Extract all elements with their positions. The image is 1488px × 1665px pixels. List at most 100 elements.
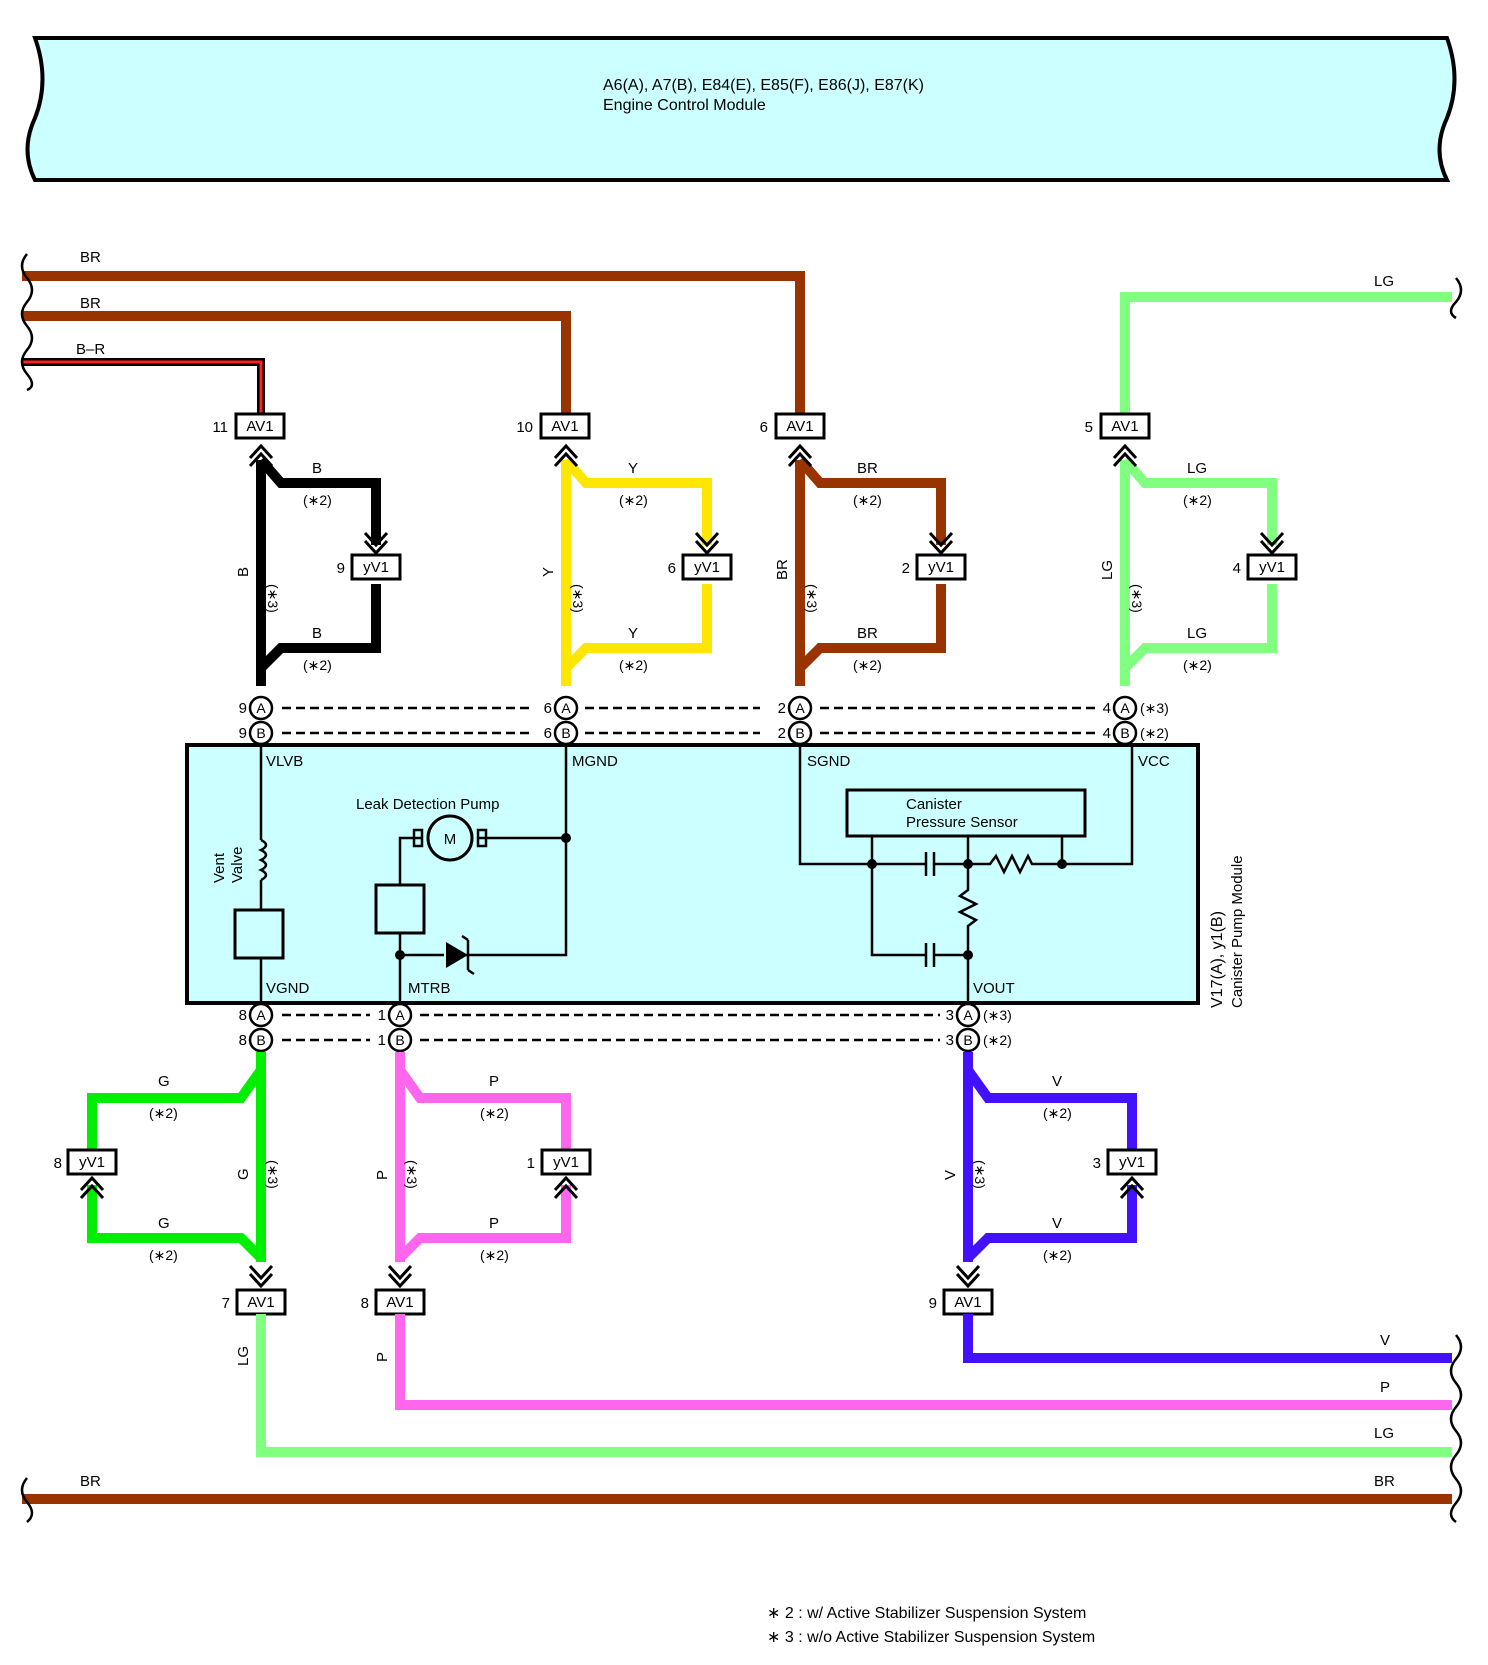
pin-b4: 4 <box>1103 725 1111 742</box>
legend-note-3: ∗ 3 : w/o Active Stabilizer Suspension S… <box>767 1629 1095 1646</box>
pin-a1: 1 <box>378 1007 386 1024</box>
sensor-label-2: Pressure Sensor <box>906 814 1018 831</box>
pin-b8: 8 <box>239 1032 247 1049</box>
note-3-y: (∗3) <box>570 584 586 613</box>
lbl-v-2: V <box>1052 1215 1062 1232</box>
chevrons-top <box>248 443 1285 556</box>
av1-7-label: AV1 <box>247 1294 274 1311</box>
wire-label-br-2: BR <box>80 295 101 312</box>
pin-b2: 2 <box>778 725 786 742</box>
pin-6: 6 <box>760 419 768 436</box>
pin-b-marker: B <box>795 725 804 741</box>
pin-yv1-4: 4 <box>1233 560 1241 577</box>
note-3-side-bottom: (∗3) <box>983 1007 1012 1023</box>
lbl-p-2: P <box>489 1215 499 1232</box>
pin-a-marker: A <box>561 700 571 716</box>
bottom-wires <box>20 1314 1463 1524</box>
yv1-8-label: yV1 <box>79 1154 105 1171</box>
vent-label-1: Vent <box>211 852 228 883</box>
pin-a-marker: A <box>395 1007 405 1023</box>
pin-b-marker: B <box>395 1032 404 1048</box>
sensor-label-1: Canister <box>906 796 962 813</box>
note-2-side-top: (∗2) <box>1140 725 1169 741</box>
note-2-k: (∗2) <box>480 1105 509 1121</box>
legend: ∗ 2 : w/ Active Stabilizer Suspension Sy… <box>767 1605 1095 1646</box>
pin-a-marker: A <box>256 1007 266 1023</box>
pin-a2: 2 <box>778 700 786 717</box>
lbl-br-2: BR <box>857 625 878 642</box>
note-2-j: (∗2) <box>149 1247 178 1263</box>
upper-pin-rows: A B A B A B A B 9 9 6 6 2 2 4 4 (∗3) (∗2… <box>239 695 1169 746</box>
lbl-p-1: P <box>489 1073 499 1090</box>
pin-a-marker: A <box>963 1007 973 1023</box>
note-3-b: (∗3) <box>265 584 281 613</box>
lbl-b-1: B <box>312 460 322 477</box>
wire-label-br-right: BR <box>1374 1473 1395 1490</box>
terminal-vgnd: VGND <box>266 980 310 997</box>
vent-valve: Vent Valve <box>211 745 285 1003</box>
pin-a-marker: A <box>256 700 266 716</box>
pin-yv1-9: 9 <box>337 560 345 577</box>
pin-yv1-8: 8 <box>54 1155 62 1172</box>
note-2-n: (∗2) <box>1043 1247 1072 1263</box>
bottom-wire-labels: LG P V P LG BR BR <box>80 1332 1395 1490</box>
pin-b-marker: B <box>256 725 265 741</box>
pin-11: 11 <box>212 419 228 436</box>
branch-loops-top <box>256 456 1277 686</box>
ecm-title: Engine Control Module <box>603 97 766 114</box>
pin-b-marker: B <box>963 1032 972 1048</box>
connectors-yv1-top: yV1 9 yV1 6 yV1 2 yV1 4 <box>337 553 1298 581</box>
av1-6-label: AV1 <box>786 418 813 435</box>
lbl-p-vert-bottom: P <box>374 1352 391 1362</box>
pin-5: 5 <box>1085 419 1093 436</box>
lbl-g-2: G <box>158 1215 170 1232</box>
note-2-h: (∗2) <box>1183 657 1212 673</box>
note-3-side-top: (∗3) <box>1140 700 1169 716</box>
pin-b-marker: B <box>256 1032 265 1048</box>
lbl-v-vert: V <box>942 1170 959 1180</box>
yv1-4-label: yV1 <box>1259 559 1285 576</box>
pin-10: 10 <box>516 419 533 436</box>
wire-label-p: P <box>1380 1379 1390 1396</box>
av1-5-label: AV1 <box>1111 418 1138 435</box>
pin-9: 9 <box>929 1295 937 1312</box>
lbl-y-1: Y <box>628 460 638 477</box>
pin-a8: 8 <box>239 1007 247 1024</box>
pin-a9: 9 <box>239 700 247 717</box>
note-3-g: (∗3) <box>265 1160 281 1189</box>
connectors-yv1-bottom: yV1 8 yV1 1 yV1 3 <box>54 1148 1158 1176</box>
lbl-y-2: Y <box>628 625 638 642</box>
top-wire-labels: BR BR B–R LG <box>76 249 1394 358</box>
note-2-m: (∗2) <box>1043 1105 1072 1121</box>
terminal-sgnd: SGND <box>807 753 851 770</box>
yv1-3-label: yV1 <box>1119 1154 1145 1171</box>
motor-symbol: M <box>444 831 457 848</box>
branch-labels-top: B (∗2) B (∗2) B (∗3) Y (∗2) Y (∗2) Y (∗3… <box>235 460 1212 673</box>
pin-8: 8 <box>361 1295 369 1312</box>
pin-a6: 6 <box>544 700 552 717</box>
pin-yv1-1: 1 <box>527 1155 535 1172</box>
canister-pressure-sensor: Canister Pressure Sensor <box>798 745 1134 1003</box>
yv1-6-label: yV1 <box>694 559 720 576</box>
top-wires <box>20 253 1463 426</box>
note-2-i: (∗2) <box>149 1105 178 1121</box>
pin-yv1-3: 3 <box>1093 1155 1101 1172</box>
ecm-connectors: A6(A), A7(B), E84(E), E85(F), E86(J), E8… <box>603 77 924 94</box>
canister-pump-module: VLVB MGND SGND VCC VGND MTRB VOUT Vent V… <box>185 743 1246 1008</box>
pin-7: 7 <box>222 1295 230 1312</box>
connectors-av1-top: AV1 11 AV1 10 AV1 6 AV1 5 <box>212 412 1151 440</box>
pin-b3: 3 <box>946 1032 954 1049</box>
yv1-9-label: yV1 <box>363 559 389 576</box>
wire-label-lg-top: LG <box>1374 273 1394 290</box>
note-2-c: (∗2) <box>619 492 648 508</box>
wire-label-lg-bottom: LG <box>1374 1425 1394 1442</box>
lower-pin-rows: A B A B A B 8 8 1 1 3 3 (∗3) (∗2) <box>239 1002 1012 1053</box>
pin-yv1-6: 6 <box>668 560 676 577</box>
branch-loops-bottom <box>87 1052 1137 1262</box>
av1-9-label: AV1 <box>954 1294 981 1311</box>
lbl-p-vert: P <box>374 1170 391 1180</box>
lbl-lg-2: LG <box>1187 625 1207 642</box>
terminal-mtrb: MTRB <box>408 980 451 997</box>
pin-a-marker: A <box>1120 700 1130 716</box>
note-2-g: (∗2) <box>1183 492 1212 508</box>
